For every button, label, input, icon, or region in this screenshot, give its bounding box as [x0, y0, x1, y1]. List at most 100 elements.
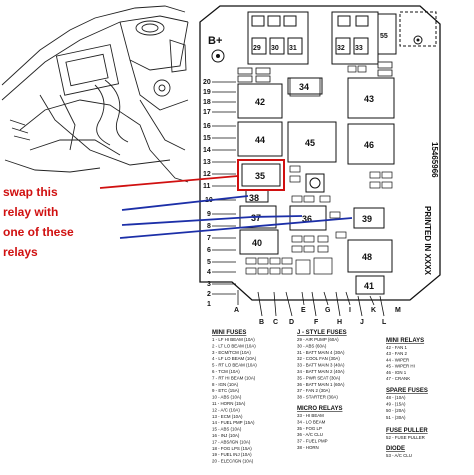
j-style-fuses-item: 38 - STARTER (30A)	[297, 395, 338, 400]
fuse-box-outline	[199, 5, 441, 301]
relay-42	[237, 83, 283, 119]
j-style-fuses-item: 35 - PWR SEAT (30A)	[297, 375, 341, 380]
row-5: 5	[207, 259, 211, 266]
mini-fuses-item: 7 - RT HI BEAM (10A)	[212, 375, 256, 380]
mini-fuses-item: 4 - LF LO BEAM (10A)	[212, 356, 257, 361]
micro-relays-item: 33 - HI BEAM	[297, 413, 324, 418]
col-G: G	[325, 307, 331, 314]
relay-45	[287, 121, 337, 163]
legend-fuse-puller-title: FUSE PULLER	[386, 428, 428, 434]
row-4: 4	[207, 269, 211, 276]
legend-fuse-puller-list: 52 - FUSE PULLER	[386, 435, 425, 440]
relay-36	[289, 205, 327, 231]
highlight-relay-35	[237, 159, 285, 191]
spare-fuses-item: 48 - (10A)	[386, 395, 406, 400]
relay-41	[355, 275, 385, 295]
diode-item: 53 - A/C CLU	[386, 453, 412, 458]
blue-pointer-line-39	[119, 217, 353, 239]
relay-40-label: 40	[252, 238, 262, 248]
legend-mini-fuses-title: MINI FUSES	[212, 330, 246, 336]
mini-relays-item: 43 - FAN 2	[386, 351, 408, 356]
mini-relays-item: 42 - FAN 1	[386, 345, 408, 350]
row-16: 16	[203, 123, 211, 130]
relay-36-label: 36	[302, 214, 312, 224]
mini-fuses-item: 18 - FOG LPS (15A)	[212, 446, 252, 451]
row-11: 11	[203, 183, 211, 190]
relay-47	[305, 173, 325, 193]
j-style-fuses-item: 36 - BATT MAIN 1 (60A)	[297, 382, 345, 387]
legend: MINI FUSES 1 - LF HI BEAM (10A)2 - LT LO…	[212, 330, 428, 464]
col-J: J	[360, 319, 364, 326]
mount-hole-icon	[413, 35, 423, 45]
bottom-letters: A B C D E F G H I J K L M	[234, 307, 401, 326]
relay-45-label: 45	[305, 138, 315, 148]
legend-diode-list: 53 - A/C CLU	[386, 453, 412, 458]
mini-fuses-item: 11 - HORN (15A)	[212, 401, 246, 406]
row-20: 20	[203, 79, 211, 86]
relay-32-label: 32	[337, 45, 345, 52]
left-row-numbers	[212, 81, 236, 295]
mini-fuses-item: 9 - ETC (15A)	[212, 388, 240, 393]
mini-fuses-item: 19 - FUEL INJ (10A)	[212, 452, 252, 457]
col-C: C	[273, 319, 278, 326]
j-style-fuses-item: 34 - BATT MAIN 2 (40A)	[297, 369, 345, 374]
row-15: 15	[203, 135, 211, 142]
mini-relays-item: 46 - IGN 1	[386, 370, 407, 375]
relay-number-labels: 42 43 44 45 46 34 35 38 37 36 39 40 48 4…	[249, 82, 374, 291]
relay-44	[237, 121, 283, 157]
annotation-line-1: swap this	[3, 185, 58, 199]
relay-35	[241, 163, 281, 187]
mini-fuses-item: 6 - TCM (10A)	[212, 369, 240, 374]
relay-39	[353, 207, 385, 229]
mini-fuses-item: 15 - ABS (10A)	[212, 427, 242, 432]
top-fuse-row	[247, 11, 397, 65]
relay-42-label: 42	[255, 97, 265, 107]
col-H: H	[337, 319, 342, 326]
j-style-fuses-item: 37 - FAN 2 (30A)	[297, 388, 330, 393]
micro-relays-item: 37 - FUEL PMP	[297, 439, 328, 444]
row-9: 9	[207, 211, 211, 218]
bplus-terminal-icon	[211, 49, 225, 63]
micro-relays-item: 38 - HORN	[297, 445, 319, 450]
relay-30-label: 30	[271, 45, 279, 52]
col-A: A	[234, 307, 239, 314]
row-14: 14	[203, 147, 211, 154]
col-F: F	[314, 319, 319, 326]
mini-fuses-item: 1 - LF HI BEAM (10A)	[212, 337, 255, 342]
annotation-line-2: relay with	[3, 205, 58, 219]
relay-46-label: 46	[364, 140, 374, 150]
fuse-puller-item: 52 - FUSE PULLER	[386, 435, 425, 440]
relay-40	[239, 229, 279, 255]
legend-spare-fuses-title: SPARE FUSES	[386, 388, 428, 394]
mini-fuse-slots	[245, 65, 393, 275]
mini-fuses-item: 10 - ABS (10A)	[212, 395, 242, 400]
mini-fuses-item: 16 - INJ (10A)	[212, 433, 240, 438]
legend-j-style-list: 29 - AIR PUMP (60A)30 - ABS (60A)31 - BA…	[297, 337, 345, 400]
relay-39-label: 39	[362, 214, 372, 224]
row-3: 3	[207, 281, 211, 288]
micro-relays-item: 35 - FOG LP	[297, 426, 322, 431]
spare-fuses-item: 51 - (30A)	[386, 415, 406, 420]
col-K: K	[371, 307, 376, 314]
relay-34	[287, 77, 323, 95]
col-B: B	[259, 319, 264, 326]
legend-mini-fuses-list: 1 - LF HI BEAM (10A)2 - LT LO BEAM (10A)…	[212, 337, 257, 464]
relay-43-label: 43	[364, 94, 374, 104]
mini-relays-item: 44 - WIPER	[386, 357, 409, 362]
relay-46	[347, 123, 395, 165]
printed-text: PRINTED IN XXXX	[423, 206, 432, 276]
j-style-fuses-item: 30 - ABS (60A)	[297, 343, 327, 348]
col-E: E	[301, 307, 306, 314]
relay-48-label: 48	[362, 252, 372, 262]
legend-spare-fuses-list: 48 - (10A)49 - (15A)50 - (20A)51 - (30A)	[386, 395, 406, 420]
relay-43	[347, 77, 395, 119]
relay-35-label: 35	[255, 171, 265, 181]
dashed-cover	[399, 11, 437, 47]
annotation-arrows	[99, 175, 353, 239]
bottom-callout-lines	[237, 290, 385, 317]
row-2: 2	[207, 291, 211, 298]
relay-55-label: 55	[380, 33, 388, 40]
